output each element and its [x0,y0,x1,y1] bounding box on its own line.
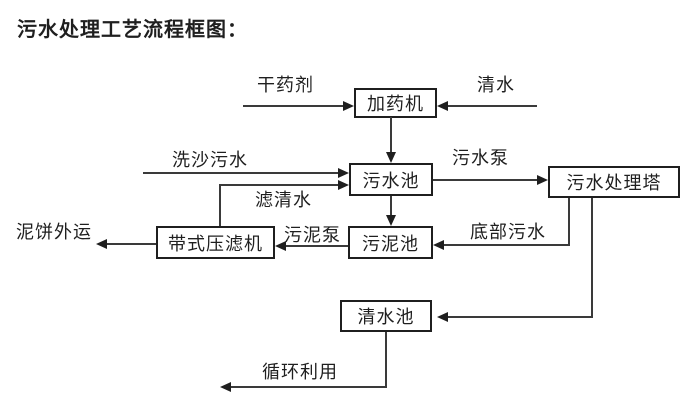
edge-tower-to-clean-line [448,316,593,318]
edge-sewage-pump-line [433,179,537,181]
label-recycling-use: 循环利用 [262,362,338,382]
label-sludge-pump: 污泥泵 [284,225,341,245]
edge-sewage-pump-arrowhead [537,175,548,185]
node-label: 污水池 [362,170,420,191]
page-title: 污水处理工艺流程框图： [17,19,248,41]
label-filtered-clean-water: 滤清水 [255,190,312,210]
node-belt-filter-press: 带式压滤机 [156,226,275,259]
label-dry-agent: 干药剂 [257,75,314,95]
node-dosing-machine: 加药机 [354,88,437,118]
node-sewage-pool: 污水池 [349,163,433,196]
label-bottom-sewage: 底部污水 [470,222,546,242]
edge-dry-agent-line [243,105,344,107]
edge-sand-washing-line [143,172,338,174]
edge-sewage-to-sludge-line [390,196,392,216]
node-label: 清水池 [357,307,415,327]
edge-clean-water-line [448,105,537,107]
edge-sewage-to-sludge-arrowhead [386,215,396,226]
edge-tower-to-clean-arrowhead [437,312,448,322]
edge-dry-agent-arrowhead [343,101,354,111]
edge-recycling-line [231,386,387,388]
edge-bottom-sewage-line [444,244,570,246]
edge-sand-washing-arrowhead [338,168,349,178]
node-treatment-tower: 污水处理塔 [548,166,680,198]
label-mud-cake-transport: 泥饼外运 [16,222,92,242]
edge-bottom-sewage-arrowhead [433,240,444,250]
edge-filtered-water-vline [219,185,221,226]
label-sewage-pump: 污水泵 [452,148,509,168]
label-sand-washing-sewage: 洗沙污水 [172,150,248,170]
edge-sludge-pump-line [286,245,348,247]
node-label: 加药机 [367,94,424,114]
edge-dosing-to-sewage-arrowhead [386,152,396,163]
edge-bottom-sewage-vline [568,198,570,246]
label-clean-water: 清水 [477,75,515,95]
node-label: 污水处理塔 [566,173,662,193]
edge-filtered-water-line [219,184,338,186]
edge-clean-water-arrowhead [437,101,448,111]
node-sludge-pool: 污泥池 [348,226,433,259]
node-label: 带式压滤机 [168,233,263,254]
node-label: 污泥池 [362,233,419,254]
edge-tower-to-clean-vline [591,198,593,318]
edge-filtered-water-arrowhead [338,180,349,190]
edge-recycling-arrowhead [220,382,231,392]
edge-mud-cake-arrowhead [96,239,107,249]
edge-dosing-to-sewage-line [390,117,392,153]
edge-sludge-pump-arrowhead [275,241,286,251]
node-clean-water-pool: 清水池 [340,300,432,332]
edge-recycling-vline [385,332,387,388]
edge-mud-cake-line [107,243,156,245]
